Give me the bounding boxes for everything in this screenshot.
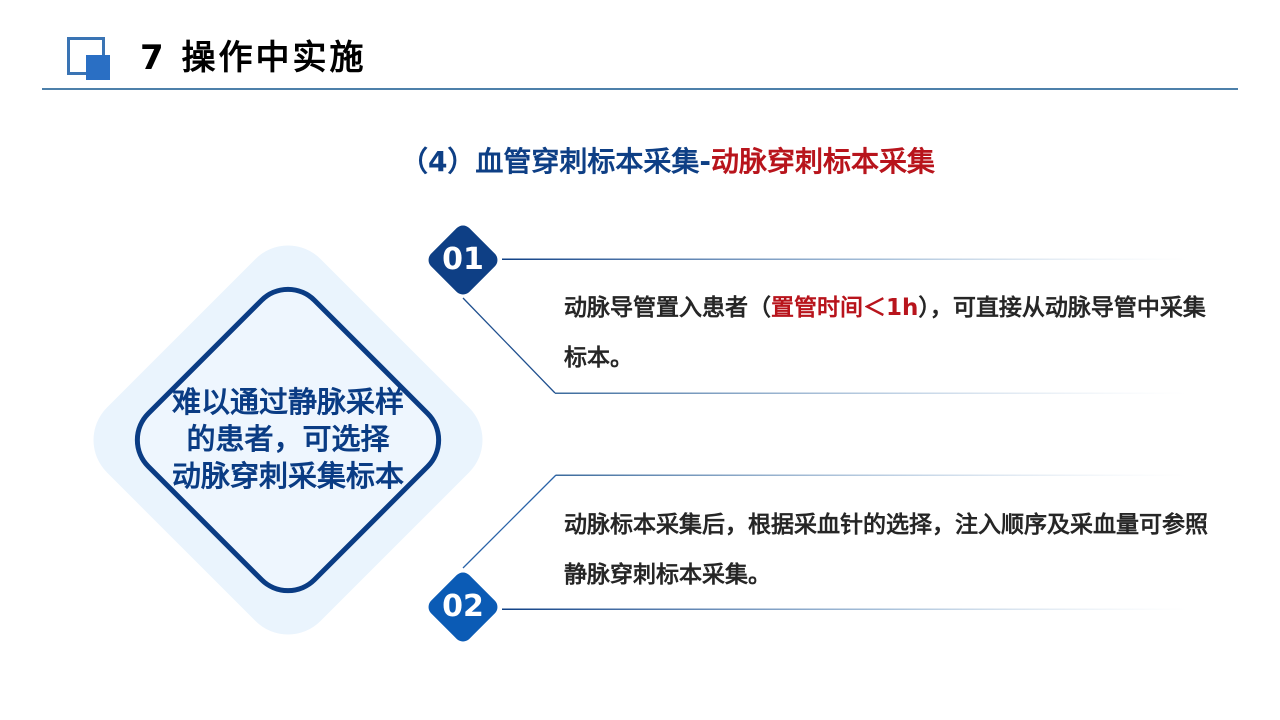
item-1-highlight: 置管时间＜1h [771, 295, 919, 321]
item-2-bottom-line [502, 608, 1188, 610]
item-2-description: 动脉标本采集后，根据采血针的选择，注入顺序及采血量可参照静脉穿刺标本采集。 [564, 512, 1208, 588]
header-divider [42, 88, 1238, 90]
center-line-2: 的患者，可选择 [186, 422, 390, 456]
item-2-diagonal-line [462, 474, 557, 569]
center-statement: 难以通过静脉采样 的患者，可选择 动脉穿刺采集标本 [140, 384, 436, 495]
page-title: 7 操作中实施 [140, 38, 367, 78]
item-1-top-line [502, 258, 1188, 260]
item-1-text-before: 动脉导管置入患者（ [564, 295, 771, 321]
badge-02-number: 02 [442, 589, 484, 624]
item-1-bottom-line [555, 392, 1188, 394]
subtitle-category: （4）血管穿刺标本采集- [399, 145, 712, 178]
center-line-3: 动脉穿刺采集标本 [171, 459, 404, 493]
item-1-diagonal-line [462, 297, 556, 394]
section-subtitle: （4）血管穿刺标本采集-动脉穿刺标本采集 [0, 142, 1280, 182]
center-line-1: 难以通过静脉采样 [171, 385, 404, 419]
item-2-top-line [556, 474, 1188, 476]
badge-01-number: 01 [442, 242, 484, 277]
subtitle-topic: 动脉穿刺标本采集 [711, 145, 936, 178]
logo-filled-square-icon [86, 55, 110, 80]
item-1-text-after: ），可直接从动脉导管中采集标本。 [564, 295, 1206, 371]
item-1-description: 动脉导管置入患者（置管时间＜1h），可直接从动脉导管中采集标本。 [564, 283, 1224, 383]
